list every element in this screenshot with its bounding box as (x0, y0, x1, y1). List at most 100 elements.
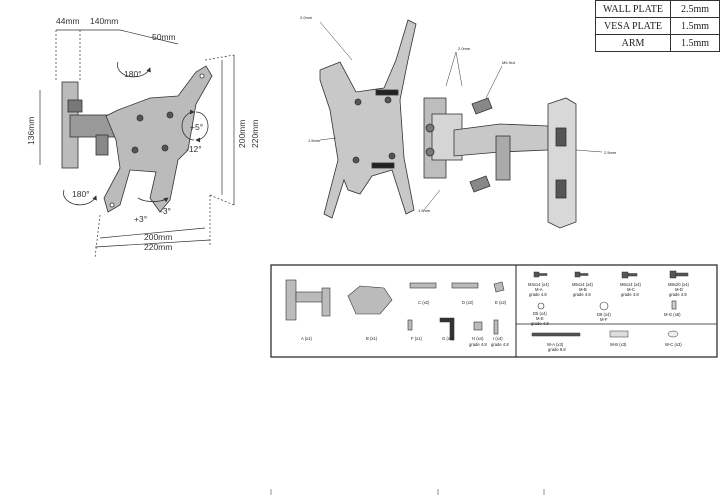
dimension-labels: 44mm 140mm 50mm 136mm 200mm 220mm 200mm … (26, 16, 260, 252)
rotation-bottom-label: 180° (72, 189, 90, 199)
wall-slot-2 (555, 179, 567, 199)
vesa-plate-front (103, 65, 213, 213)
wall-wa-code: W-A (x3) (547, 342, 564, 347)
part-i-grade-label: grade 4.8 (491, 342, 509, 347)
part-h-label: H (x4) (472, 336, 484, 341)
part-h-spacer (473, 321, 483, 331)
washer-me-size: D5 (x4) (533, 311, 547, 316)
part-d-bar (451, 282, 479, 289)
part-e-label: E (x2) (495, 300, 507, 305)
swivel-neg-label: -3° (160, 206, 171, 216)
part-i-label: I (x4) (493, 336, 503, 341)
spec-table: WALL PLATE 2.5mm VESA PLATE 1.5mm ARM 1.… (595, 0, 720, 52)
spec-row-arm: ARM 1.5mm (595, 34, 720, 52)
part-b-plate (347, 285, 393, 315)
exploded-labels: 2.0mm 2.0mm M6 Nut 1.5mm 2.5mm 1.5mm (300, 15, 617, 213)
vesa-hole-1 (354, 98, 362, 106)
screw-mc-icon (621, 271, 629, 279)
wall-wc-icon (667, 330, 679, 338)
exploded-view (319, 19, 577, 229)
part-h-grade-label: grade 4.8 (469, 342, 487, 347)
dim-200h-label: 200mm (144, 232, 172, 242)
dim-ext-top (204, 54, 235, 61)
tilt-arrow-left (181, 109, 195, 141)
wall-wb-code: W-B (x3) (610, 342, 627, 347)
dim-140-label: 140mm (90, 16, 118, 26)
wall-plate-exploded (547, 97, 577, 229)
callout-bottom-label: 1.5mm (418, 208, 431, 213)
callout-right-label: 2.5mm (604, 150, 617, 155)
part-d-label: D (x2) (462, 300, 474, 305)
screw-mb-code: M-B (579, 287, 587, 292)
vesa-plate-exploded (319, 19, 417, 219)
callout-line-right (575, 149, 603, 153)
wall-wa-grade: grade 8.8 (548, 347, 566, 352)
screw-mb-shaft (579, 273, 589, 276)
parts-list: A (x1) B (x1) C (x2) D (x2) E (x2) F (x1… (270, 264, 718, 358)
screw-mc-code: M-C (627, 287, 635, 292)
screw-md-shaft (675, 272, 689, 277)
swivel-pos-label: +3° (134, 214, 147, 224)
screw-mb-grade: grade 4.8 (573, 292, 591, 297)
callout-left-label: 1.5mm (308, 138, 321, 143)
vesa-hole-4 (388, 152, 396, 160)
screw-mb-size: M5x14 (x4) (572, 282, 594, 287)
rotation-top-label: 180° (124, 69, 142, 79)
screw-ma-shaft (538, 273, 548, 276)
m6-nut-bottom (469, 175, 491, 193)
page-edge-marks (270, 489, 545, 495)
rotation-arrows (63, 61, 209, 206)
part-g-wrench (439, 317, 455, 341)
spec-value-arm: 1.5mm (669, 34, 720, 52)
part-e-nut (493, 281, 505, 293)
swivel-arrow (137, 197, 169, 203)
part-a-head (321, 287, 331, 317)
dim-line-200h (99, 227, 206, 239)
callout-top-label: 2.0mm (300, 15, 313, 20)
dim-136-label: 136mm (26, 117, 36, 145)
callout-nut-label: M6 Nut (502, 60, 516, 65)
screw-mc-size: M6x14 (x4) (620, 282, 642, 287)
vesa-hole-3 (352, 156, 360, 164)
rotate-arrow-bottom (63, 189, 97, 206)
callout-line-bottom (423, 189, 441, 211)
washer-mf-icon (599, 301, 609, 311)
dim-ext-bottom (209, 194, 235, 206)
callout-middle-label: 2.0mm (458, 46, 471, 51)
rotate-arrow-top (117, 61, 151, 78)
part-b-label: B (x1) (366, 336, 378, 341)
exploded-callouts (319, 21, 603, 211)
screw-md-code: M-D (675, 287, 683, 292)
part-f-label: F (x1) (411, 336, 423, 341)
screw-ma-code: M-A (535, 287, 543, 292)
screw-md-size: M8x20 (x4) (668, 282, 690, 287)
screw-mc-shaft (627, 273, 638, 277)
arm-joint (495, 135, 511, 181)
wall-slot-1 (555, 127, 567, 147)
part-f-cap (407, 319, 413, 331)
washer-me-icon (537, 302, 545, 310)
callout-line-mid-1 (445, 51, 457, 87)
dim-line-50 (119, 29, 179, 45)
tilt-knob-2 (425, 147, 435, 157)
part-i-bolt (493, 319, 499, 335)
vesa-hole-2 (384, 96, 392, 104)
m6-nut-top (471, 97, 493, 115)
dimension-view (39, 29, 235, 259)
screw-ma-grade: grade 4.8 (529, 292, 547, 297)
part-a-label: A (x1) (301, 336, 313, 341)
part-a-arm (295, 291, 327, 303)
part-a-plate (285, 279, 297, 321)
bolt-lower (371, 162, 395, 169)
dim-44-label: 44mm (56, 16, 80, 26)
wall-wb-icon (609, 330, 629, 338)
washer-mf-code: M-F (600, 317, 608, 322)
dim-50-label: 50mm (152, 32, 176, 42)
screw-ma-size: M4x14 (x4) (528, 282, 550, 287)
part-g-label: G (x1) (442, 336, 454, 341)
tilt-up-label: +5° (190, 122, 203, 132)
tilt-knob-1 (425, 123, 435, 133)
tilt-down-label: -12° (186, 144, 202, 154)
dim-ext-left (94, 214, 101, 259)
